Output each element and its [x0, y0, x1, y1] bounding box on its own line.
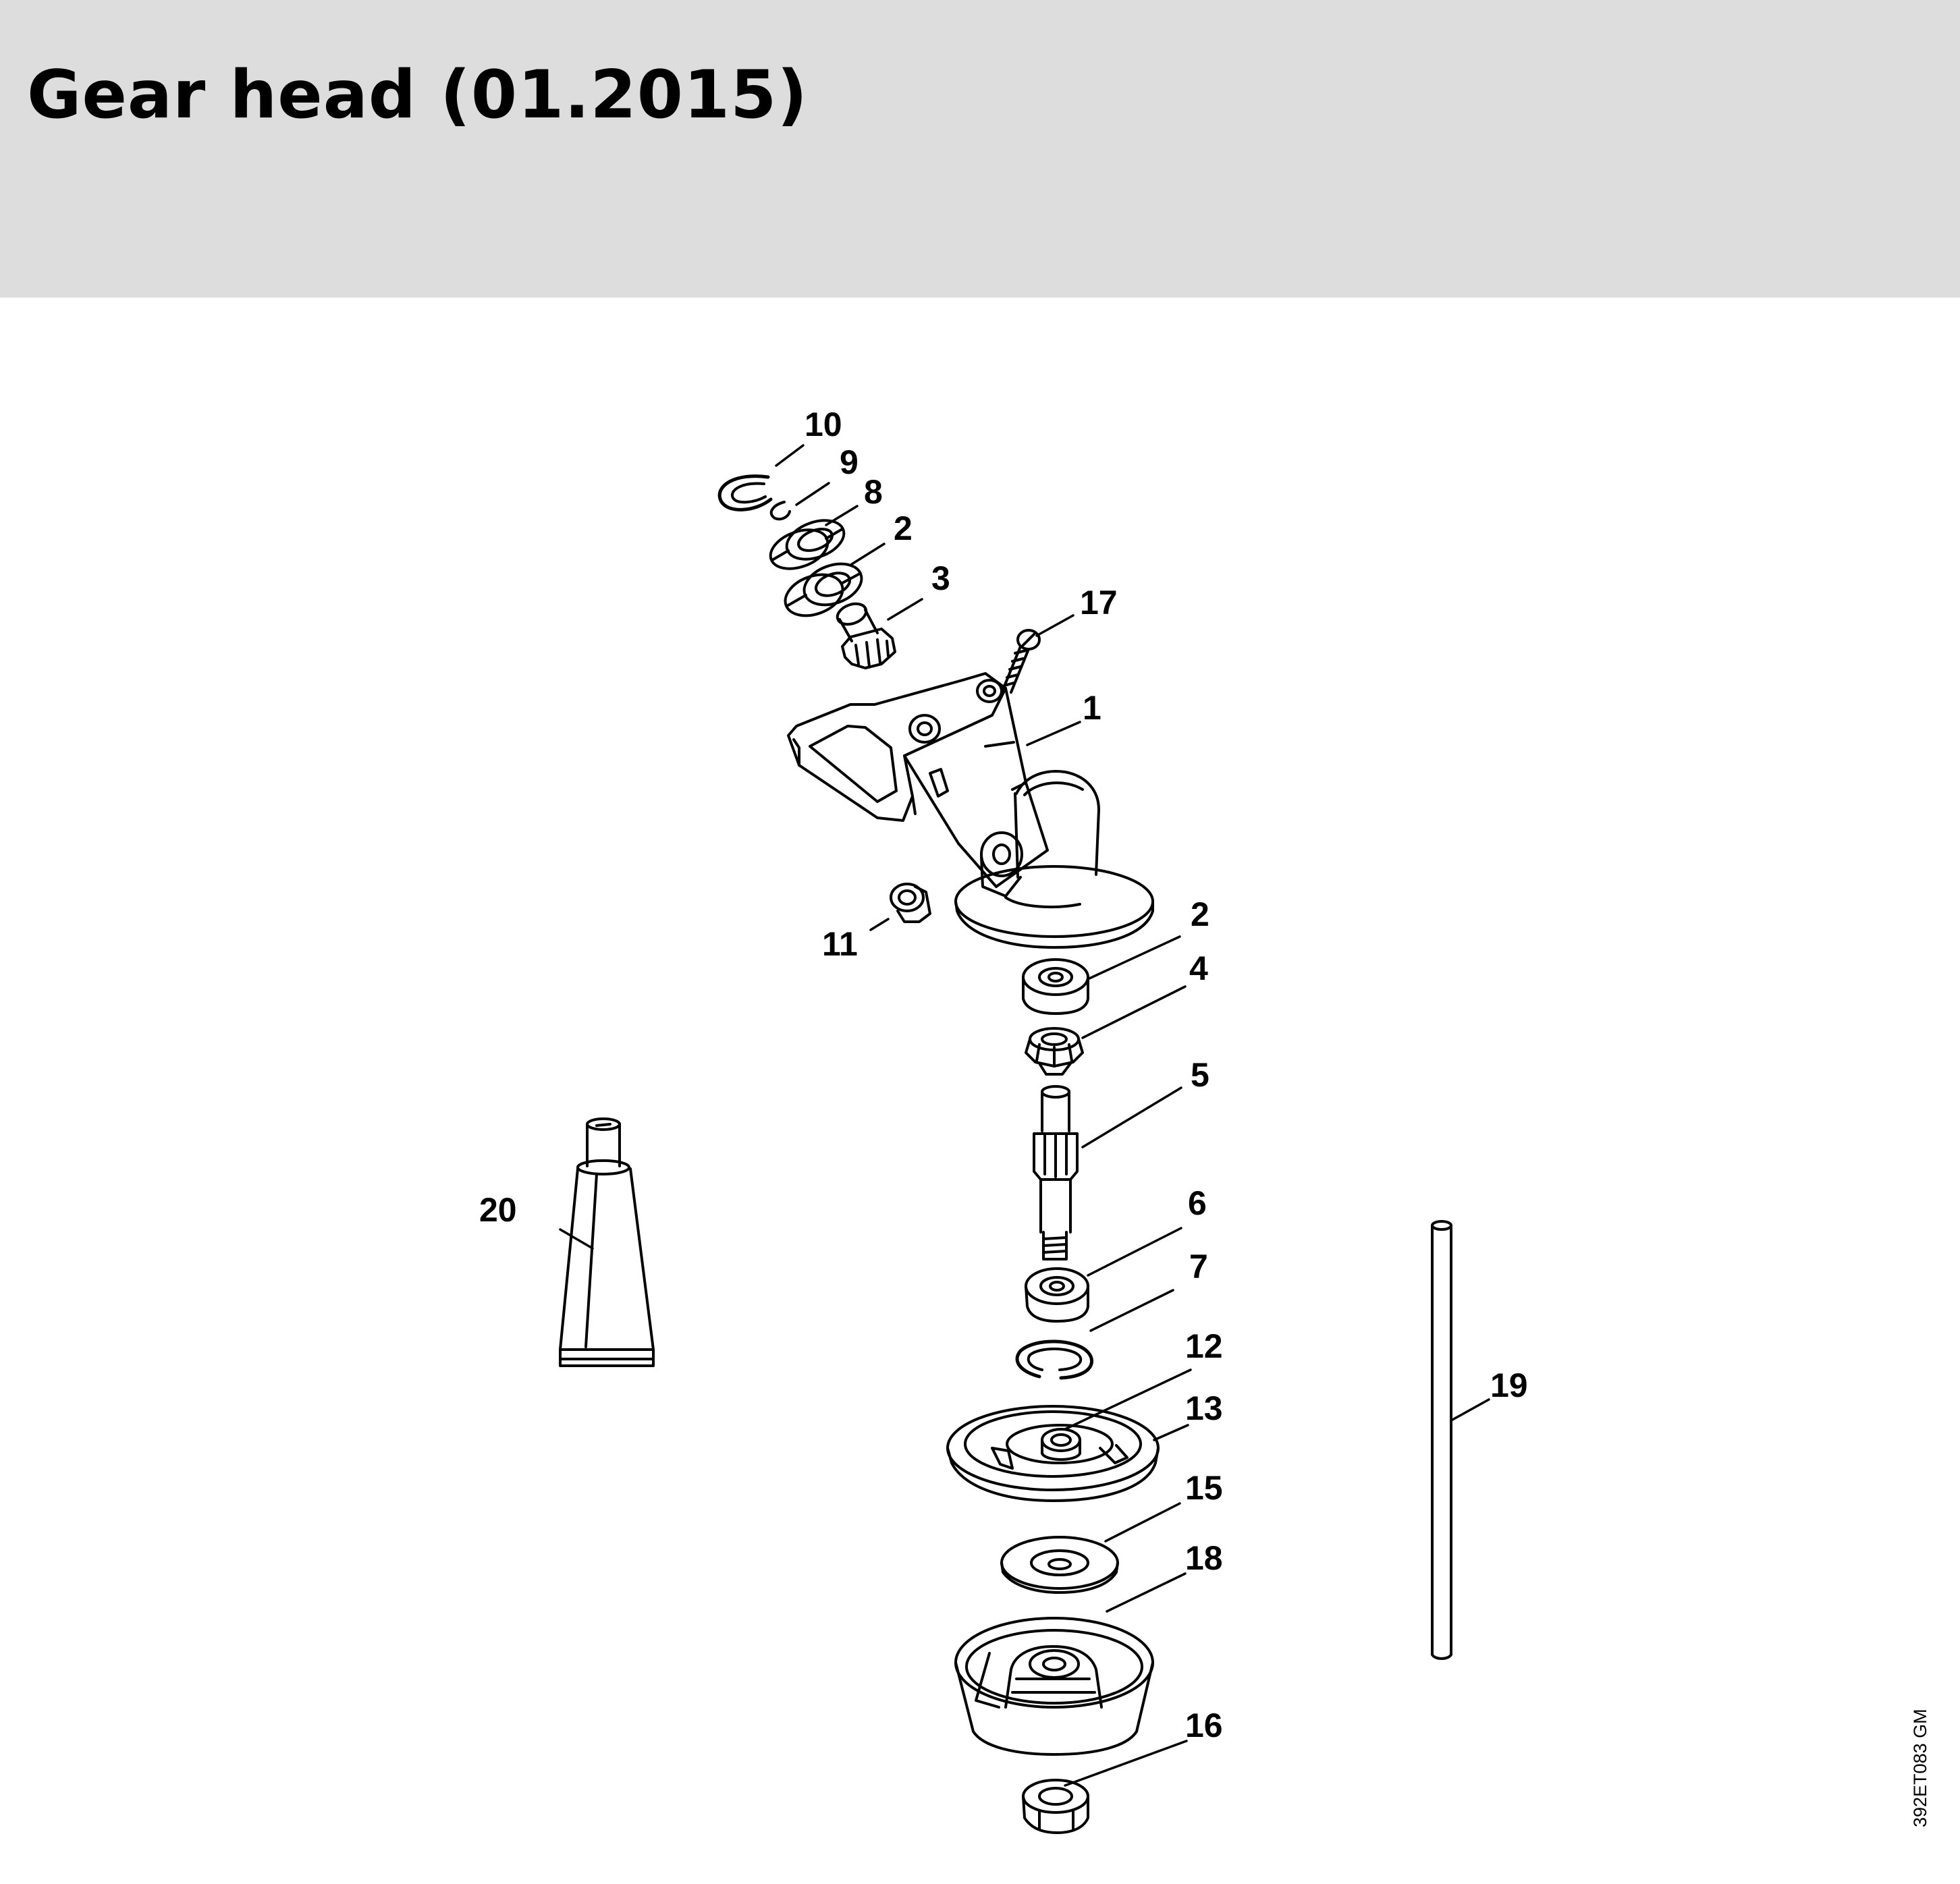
part-3-pinion — [836, 602, 896, 669]
callout-labels: 10 9 8 2 3 17 1 11 2 4 5 20 6 7 12 19 13… — [479, 406, 1528, 1744]
callout-2-upper: 2 — [894, 509, 913, 547]
part-11-plug — [890, 883, 931, 923]
part-5-spindle — [1033, 1085, 1079, 1260]
drawing-code: 392ET083 GM — [1910, 1709, 1930, 1827]
part-17-screw — [1002, 629, 1041, 694]
part-4-bevel-gear — [1025, 1027, 1084, 1076]
part-2-bearing-upper — [784, 562, 863, 617]
callout-1: 1 — [1083, 689, 1101, 727]
callout-12: 12 — [1185, 1327, 1223, 1365]
callout-15: 15 — [1185, 1469, 1223, 1507]
part-12-sleeve — [1041, 1428, 1081, 1461]
callout-10: 10 — [805, 406, 842, 443]
callout-20: 20 — [479, 1191, 517, 1229]
callout-13: 13 — [1185, 1389, 1223, 1427]
part-13-thrust-plate — [946, 1405, 1160, 1502]
part-19-rod — [1431, 1220, 1452, 1660]
callout-5: 5 — [1191, 1056, 1209, 1094]
part-20-grease-tube — [559, 1117, 655, 1367]
callout-19: 19 — [1490, 1366, 1528, 1404]
part-10-circlip — [717, 474, 773, 511]
callout-17: 17 — [1080, 584, 1118, 621]
header-bar: Gear head (01.2015) — [0, 0, 1960, 298]
part-8-bearing — [769, 519, 846, 570]
part-9-clip — [769, 501, 791, 521]
callout-7: 7 — [1189, 1248, 1208, 1285]
callout-18: 18 — [1185, 1539, 1223, 1577]
part-7-circlip — [1015, 1339, 1093, 1380]
callout-9: 9 — [840, 443, 859, 481]
page-title: Gear head (01.2015) — [27, 57, 809, 134]
part-6-bearing — [1025, 1267, 1089, 1323]
part-1-gear-housing — [787, 672, 1154, 949]
part-2-bearing-lower — [1022, 958, 1089, 1015]
leader-lines — [559, 444, 1490, 1787]
callout-11: 11 — [822, 925, 858, 963]
callout-8: 8 — [864, 473, 883, 511]
part-16-nut — [1022, 1779, 1089, 1834]
callout-16: 16 — [1185, 1707, 1223, 1744]
callout-3: 3 — [931, 559, 950, 597]
callout-4: 4 — [1189, 949, 1208, 987]
part-18-cup — [954, 1617, 1154, 1756]
callout-6: 6 — [1188, 1184, 1207, 1222]
callout-2-lower: 2 — [1191, 895, 1209, 933]
part-15-washer — [1000, 1536, 1119, 1594]
